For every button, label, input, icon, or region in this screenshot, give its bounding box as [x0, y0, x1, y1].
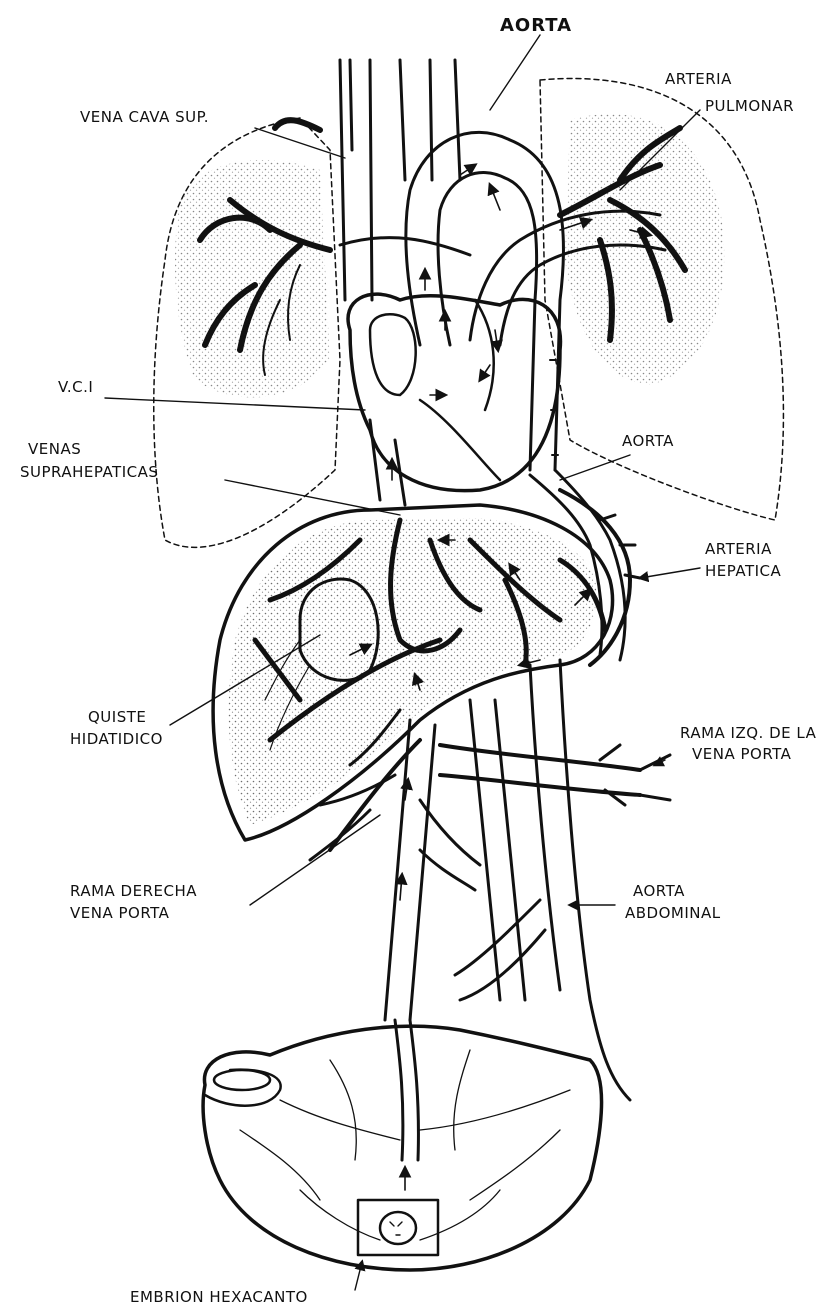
abdominal-aorta — [560, 660, 630, 1100]
label-rama-izq: RAMA IZQ. DE LA VENA PORTA — [680, 724, 816, 764]
label-venas-suprahepaticas: VENAS SUPRAHEPATICAS — [20, 440, 158, 482]
label-embrion-hexacanto: EMBRION HEXACANTO — [130, 1288, 308, 1307]
intestine-lumen — [214, 1070, 270, 1090]
label-aorta-abdominal: AORTA ABDOMINAL — [625, 882, 721, 923]
label-vci: V.C.I — [58, 378, 93, 397]
right-lung-tissue — [175, 160, 330, 397]
vena-cava-inferior — [370, 420, 380, 500]
label-aorta-top: AORTA — [500, 16, 572, 35]
great-vessels — [340, 60, 460, 300]
left-portal-branch — [440, 745, 640, 770]
label-rama-derecha: RAMA DERECHA VENA PORTA — [70, 882, 197, 923]
embryo-box — [358, 1200, 438, 1255]
label-arteria-pulmonar: ARTERIA PULMONAR — [655, 70, 794, 116]
liver-tissue — [229, 518, 597, 825]
label-aorta-mid: AORTA — [622, 432, 674, 451]
hexacanth-embryo — [380, 1212, 416, 1244]
label-arteria-hepatica: ARTERIA HEPATICA — [705, 540, 781, 581]
heart — [348, 294, 560, 491]
label-vena-cava-sup: VENA CAVA SUP. — [80, 108, 209, 127]
label-quiste-hidatidico: QUISTE HIDATIDICO — [70, 708, 163, 749]
